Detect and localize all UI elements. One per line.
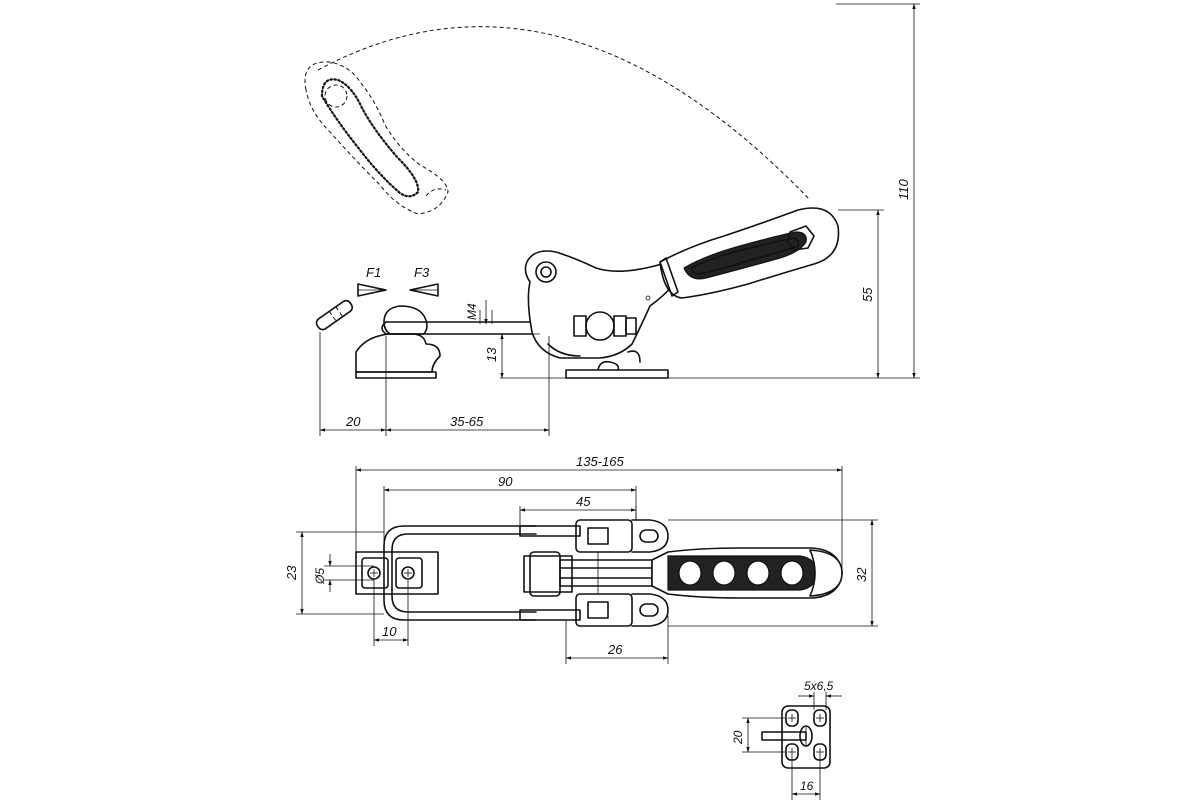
svg-text:135-165: 135-165 (576, 454, 624, 469)
closed-handle (659, 207, 840, 299)
pivot-ring (535, 261, 557, 283)
dim-length-45: 45 (519, 494, 637, 526)
f1-label: F1 (366, 265, 381, 280)
dim-total-height: 110 (500, 3, 920, 379)
svg-text:26: 26 (607, 642, 623, 657)
svg-text:32: 32 (854, 567, 869, 582)
dim-slot: 5x6,5 (804, 679, 834, 693)
side-view: F1 F3 (304, 3, 920, 436)
dim-overall-length: 135-165 (355, 454, 843, 573)
catch-plate-side (355, 305, 441, 379)
svg-text:13: 13 (484, 347, 499, 362)
svg-text:20: 20 (345, 414, 361, 429)
clamp-arms (519, 519, 669, 627)
svg-text:10: 10 (382, 624, 397, 639)
svg-text:110: 110 (896, 179, 911, 200)
handle-top (651, 547, 843, 599)
svg-text:Ø5: Ø5 (313, 568, 327, 585)
f3-label: F3 (414, 265, 430, 280)
top-view: 135-165 90 45 23 Ø5 (284, 454, 878, 664)
dim-plate-height: 20 (731, 730, 745, 745)
clamp-body (524, 250, 677, 379)
dim-width-32: 32 (668, 519, 878, 627)
svg-text:45: 45 (576, 494, 591, 509)
svg-text:55: 55 (860, 287, 875, 302)
svg-text:23: 23 (284, 565, 299, 581)
dim-base-26: 26 (565, 616, 669, 664)
dim-handle-height: 55 (838, 209, 884, 379)
force-arrows: F1 F3 (357, 265, 439, 297)
dim-horizontal-side: 20 35-65 (319, 332, 550, 436)
swing-arc (317, 26, 811, 201)
dim-width-23: 23 (284, 531, 384, 615)
dim-width-10: 10 (373, 580, 409, 646)
dim-plate-width: 16 (800, 779, 814, 793)
u-bar (383, 525, 537, 621)
pin-detail (315, 299, 354, 331)
dim-base-height: 13 (484, 333, 540, 379)
thread-callout: M4 (465, 300, 488, 325)
svg-text:M4: M4 (465, 303, 479, 320)
svg-text:35-65: 35-65 (450, 414, 484, 429)
catch-plate-detail: 5x6,5 20 16 (731, 679, 842, 800)
svg-text:90: 90 (498, 474, 513, 489)
catch-plate-top (355, 551, 439, 595)
dim-hole-dia: Ø5 (313, 554, 374, 592)
hook-rod (381, 310, 541, 335)
open-handle (304, 61, 449, 215)
